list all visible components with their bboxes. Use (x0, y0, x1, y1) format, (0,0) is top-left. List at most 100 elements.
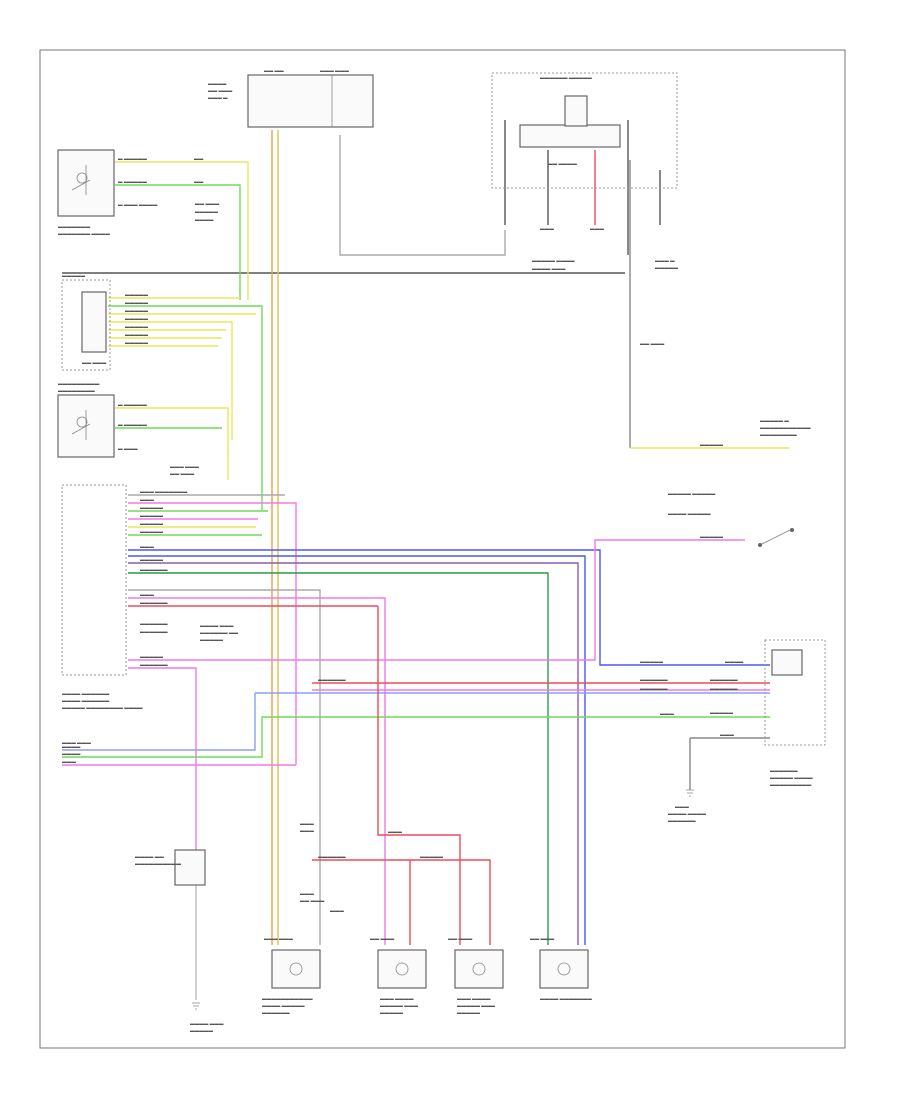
svg-text:▬▬▬▬▬▬▬ ▬▬▬▬: ▬▬▬▬▬▬▬ ▬▬▬▬ (58, 231, 110, 236)
svg-text:▬▬▬▬: ▬▬▬▬ (62, 744, 81, 749)
svg-text:▬▬▬▬▬ ▬▬▬▬: ▬▬▬▬▬ ▬▬▬▬ (532, 258, 575, 263)
driver-door-lock: ▬▬▬▬▬▬▬ ▬▬▬▬▬▬▬ ▬▬▬▬ (57, 149, 115, 236)
wire-blue-1 (128, 549, 770, 666)
svg-text:▬▬▬▬▬ ▬: ▬▬▬▬▬ ▬ (760, 418, 789, 423)
diagram-frame (39, 49, 846, 1049)
svg-text:▬▬▬: ▬▬▬ (300, 821, 314, 826)
svg-text:▬▬▬▬▬▬: ▬▬▬▬▬▬ (640, 686, 668, 691)
svg-text:▬▬▬▬▬: ▬▬▬▬▬ (140, 529, 163, 534)
svg-text:▬▬▬▬▬: ▬▬▬▬▬ (125, 292, 148, 297)
svg-text:▬▬▬▬▬▬▬▬▬: ▬▬▬▬▬▬▬▬▬ (770, 782, 812, 787)
relay-box: ▬▬▬ ▬▬▬ ▬▬▬▬▬ ▬▬ ▬▬▬▬ ▬▬▬▬▬ ▬▬▬▬ ▬▬▬▬ ▬▬▬ (491, 72, 678, 271)
svg-text:▬▬▬▬▬: ▬▬▬▬▬ (140, 557, 163, 562)
svg-text:▬▬▬▬▬ ▬▬▬: ▬▬▬▬▬ ▬▬▬ (380, 1003, 418, 1008)
svg-text:▬▬▬▬▬▬: ▬▬▬▬▬▬ (262, 1010, 290, 1015)
wire-purple-1 (128, 562, 579, 945)
svg-text:▬▬▬▬▬▬: ▬▬▬▬▬▬ (140, 600, 168, 605)
ignition-switch: ▬▬▬▬▬ ▬▬ ▬▬▬ (61, 273, 111, 371)
svg-text:▬▬▬▬▬: ▬▬▬▬▬ (195, 209, 218, 214)
svg-text:▬▬ ▬▬▬: ▬▬ ▬▬▬ (82, 360, 107, 365)
wire-green-1 (115, 184, 241, 300)
wire-pink-3 (128, 597, 386, 945)
svg-text:▬ ▬▬▬: ▬ ▬▬▬ (118, 446, 138, 451)
svg-text:▬▬▬▬▬: ▬▬▬▬▬ (125, 332, 148, 337)
svg-text:▬▬▬▬▬: ▬▬▬▬▬ (640, 659, 663, 664)
svg-text:▬▬ ▬▬▬: ▬▬ ▬▬▬ (448, 936, 473, 941)
wire-blue-2 (128, 555, 586, 945)
svg-text:▬▬ ▬▬▬▬: ▬▬ ▬▬▬▬ (548, 161, 577, 166)
svg-text:▬▬ ▬▬▬: ▬▬ ▬▬▬ (530, 936, 555, 941)
door-switch: ▬▬▬▬▬ ▬▬▬▬▬ ▬▬▬▬ ▬▬▬▬▬ ▬▬▬▬▬ ▬ ▬▬▬▬▬▬▬▬▬… (668, 418, 811, 547)
svg-text:▬▬▬▬▬ ▬▬▬▬: ▬▬▬▬▬ ▬▬▬▬ (770, 775, 813, 780)
svg-text:▬ ▬▬▬▬▬: ▬ ▬▬▬▬▬ (118, 179, 147, 184)
svg-text:▬▬▬: ▬▬▬ (300, 891, 314, 896)
svg-text:▬▬▬▬▬: ▬▬▬▬▬ (457, 1010, 480, 1015)
svg-text:▬▬ ▬▬▬: ▬▬ ▬▬▬ (195, 201, 220, 206)
svg-text:▬▬▬▬▬▬▬▬▬▬: ▬▬▬▬▬▬▬▬▬▬ (135, 861, 181, 866)
svg-text:▬▬▬: ▬▬▬ (62, 759, 76, 764)
svg-text:▬▬▬ ▬▬▬: ▬▬▬ ▬▬▬ (62, 740, 91, 745)
svg-text:▬▬▬▬▬: ▬▬▬▬▬ (125, 316, 148, 321)
svg-text:▬▬▬▬▬: ▬▬▬▬▬ (190, 1028, 213, 1033)
svg-text:▬▬▬: ▬▬▬ (140, 592, 154, 597)
passenger-door-actuator: ▬▬▬▬▬▬▬▬▬▬▬ ▬▬▬▬ ▬▬▬▬▬ ▬▬▬▬▬▬ (262, 949, 321, 1015)
svg-text:▬▬▬▬▬▬: ▬▬▬▬▬▬ (640, 677, 668, 682)
svg-text:▬▬▬▬▬: ▬▬▬▬▬ (420, 854, 443, 859)
wire-pink-4 (128, 539, 745, 661)
svg-text:▬▬▬ ▬: ▬▬▬ ▬ (655, 258, 675, 263)
svg-text:▬▬▬▬: ▬▬▬▬ (725, 659, 744, 664)
left-ground: ▬▬▬▬ ▬▬ ▬▬▬▬▬▬▬▬▬▬ ▬▬▬▬ ▬▬▬ ▬▬▬▬▬ (135, 849, 224, 1033)
svg-text:▬▬▬: ▬▬▬ (140, 497, 154, 502)
svg-text:▬ ▬▬▬ ▬▬▬▬: ▬ ▬▬▬ ▬▬▬▬ (118, 202, 158, 207)
wire-gray-bcm-2 (128, 589, 321, 945)
svg-text:▬▬▬▬▬▬: ▬▬▬▬▬▬ (318, 854, 346, 859)
svg-text:▬▬▬▬▬ ▬▬▬: ▬▬▬▬▬ ▬▬▬ (457, 1003, 495, 1008)
svg-text:▬▬▬▬▬: ▬▬▬▬▬ (140, 654, 163, 659)
svg-text:▬▬▬▬▬▬▬▬▬▬▬: ▬▬▬▬▬▬▬▬▬▬▬ (760, 425, 811, 430)
wire-group (62, 120, 790, 945)
svg-text:▬▬▬▬▬ ▬▬▬▬▬: ▬▬▬▬▬ ▬▬▬▬▬ (668, 491, 716, 496)
svg-text:▬ ▬▬▬▬▬: ▬ ▬▬▬▬▬ (118, 156, 147, 161)
svg-text:▬▬▬▬ ▬▬▬▬▬: ▬▬▬▬ ▬▬▬▬▬ (668, 511, 711, 516)
wire-darkgreen-1 (128, 572, 549, 945)
svg-text:▬▬▬▬▬▬: ▬▬▬▬▬▬ (318, 677, 346, 682)
wire-green-6 (62, 716, 770, 758)
wire-lightblue-1 (62, 693, 256, 751)
wire-yellow-1 (115, 161, 249, 300)
svg-text:▬▬▬▬▬▬: ▬▬▬▬▬▬ (140, 662, 168, 667)
svg-text:▬▬▬: ▬▬▬ (675, 804, 689, 809)
driver-door-actuator: ▬▬▬▬▬▬ ▬▬▬▬▬ ▬▬▬▬ ▬▬▬▬▬▬▬▬▬ (764, 639, 826, 787)
svg-text:▬▬ ▬▬▬: ▬▬ ▬▬▬ (170, 471, 195, 476)
svg-text:▬▬▬▬▬: ▬▬▬▬▬ (655, 265, 678, 270)
wire-green-2 (108, 305, 263, 510)
svg-text:▬▬: ▬▬ (194, 179, 204, 184)
svg-text:▬▬▬: ▬▬▬ (540, 226, 554, 231)
passenger-door-lock: ▬▬▬▬▬▬▬▬▬ ▬▬▬▬▬▬▬▬ (57, 381, 115, 458)
svg-text:▬▬▬▬▬: ▬▬▬▬▬ (62, 273, 85, 278)
svg-text:▬▬▬: ▬▬▬ (720, 732, 734, 737)
wire-pink-5 (128, 667, 197, 860)
svg-text:▬▬▬▬: ▬▬▬▬ (208, 81, 227, 86)
svg-text:▬▬ ▬▬▬: ▬▬ ▬▬▬ (300, 898, 325, 903)
svg-text:▬▬▬▬ ▬▬▬▬: ▬▬▬▬ ▬▬▬▬ (668, 811, 706, 816)
svg-text:▬▬▬▬ ▬▬▬: ▬▬▬▬ ▬▬▬ (190, 1021, 224, 1026)
svg-text:▬▬▬: ▬▬▬ (590, 226, 604, 231)
fuel-door-actuator: ▬▬▬▬ ▬▬▬▬▬▬▬ (539, 949, 592, 1001)
svg-text:▬▬ ▬▬▬: ▬▬ ▬▬▬ (640, 341, 665, 346)
svg-text:▬▬▬▬▬▬: ▬▬▬▬▬▬ (668, 818, 696, 823)
svg-text:▬▬▬▬▬▬: ▬▬▬▬▬▬ (140, 621, 168, 626)
svg-text:▬▬▬▬ ▬▬▬▬▬▬: ▬▬▬▬ ▬▬▬▬▬▬ (62, 691, 110, 696)
svg-text:▬▬ ▬▬▬: ▬▬ ▬▬▬ (208, 88, 233, 93)
ground-point: ▬▬▬ ▬▬▬▬ ▬▬▬▬ ▬▬▬▬▬▬ (668, 789, 706, 823)
svg-text:▬▬▬▬▬: ▬▬▬▬▬ (125, 300, 148, 305)
body-control-module: ▬▬▬▬ ▬▬▬▬▬▬ ▬▬▬▬ ▬▬▬▬▬▬ ▬▬▬▬▬ ▬▬▬▬▬▬▬▬ ▬… (61, 484, 143, 745)
svg-text:▬▬▬▬ ▬▬▬: ▬▬▬▬ ▬▬▬ (532, 266, 566, 271)
svg-text:▬▬▬▬▬: ▬▬▬▬▬ (125, 340, 148, 345)
svg-text:▬▬▬▬▬▬ ▬▬: ▬▬▬▬▬▬ ▬▬ (200, 630, 238, 635)
svg-text:▬▬▬▬▬ ▬▬▬▬▬▬▬▬ ▬▬▬▬: ▬▬▬▬▬ ▬▬▬▬▬▬▬▬ ▬▬▬▬ (62, 705, 143, 710)
svg-text:▬▬▬▬▬: ▬▬▬▬▬ (140, 505, 163, 510)
svg-text:▬▬ ▬▬: ▬▬ ▬▬ (264, 68, 284, 73)
svg-text:▬▬▬▬▬▬: ▬▬▬▬▬▬ (710, 677, 738, 682)
svg-text:▬▬▬▬▬▬▬: ▬▬▬▬▬▬▬ (58, 224, 91, 229)
